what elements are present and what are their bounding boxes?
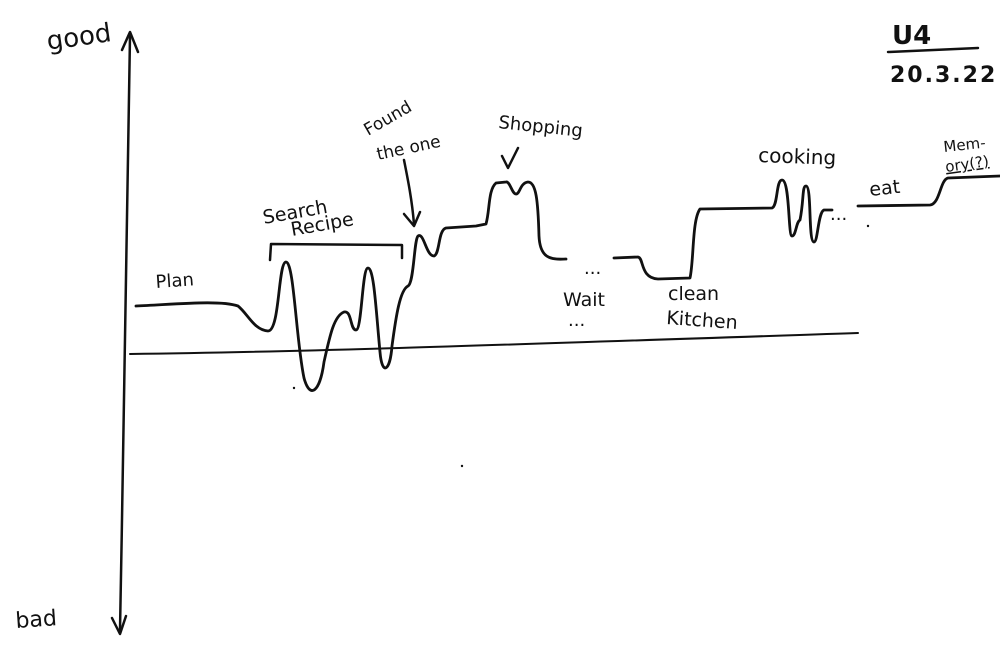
- stray-dot: [866, 224, 870, 228]
- stray-dot: [292, 386, 296, 390]
- stage-label-the-one: the one: [375, 132, 443, 165]
- header-underline: [886, 46, 980, 54]
- vertical-axis: [110, 30, 140, 636]
- stage-label-cooking: cooking: [758, 143, 837, 170]
- emotion-curve-after-wait: [612, 178, 834, 281]
- axis-arrow-up-icon: [120, 30, 140, 54]
- stage-label-mem: Mem-: [943, 134, 987, 156]
- participant-id: U4: [892, 21, 931, 51]
- search-recipe-bracket: [268, 242, 404, 262]
- stage-label-clean: clean: [668, 283, 719, 305]
- stage-label-wait: Wait: [563, 289, 605, 311]
- session-date: 20.3.22: [890, 63, 997, 88]
- stray-dot: [460, 464, 464, 468]
- ellipsis-after-shopping: ...: [584, 258, 601, 279]
- neutral-baseline: [129, 332, 859, 355]
- found-arrowhead-icon: [402, 210, 422, 228]
- axis-label-bad: bad: [15, 606, 58, 634]
- ellipsis-after-cooking: ...: [830, 204, 847, 225]
- stage-label-shopping: Shopping: [497, 112, 583, 142]
- axis-arrow-down-icon: [110, 614, 128, 636]
- axis-line: [118, 34, 132, 632]
- ellipsis-after-wait: ...: [568, 310, 585, 331]
- emotion-curve: [134, 180, 568, 392]
- shopping-check-icon: [500, 146, 520, 170]
- stage-label-plan: Plan: [155, 269, 195, 293]
- stage-label-kitchen: Kitchen: [666, 307, 739, 334]
- stage-label-found: Found: [361, 97, 416, 140]
- stage-label-ory: ory(?): [944, 152, 990, 176]
- emotion-curve-ending: [856, 174, 1000, 208]
- found-arrow-icon: [402, 158, 416, 226]
- axis-label-good: good: [45, 18, 113, 57]
- stage-label-eat: eat: [868, 176, 901, 201]
